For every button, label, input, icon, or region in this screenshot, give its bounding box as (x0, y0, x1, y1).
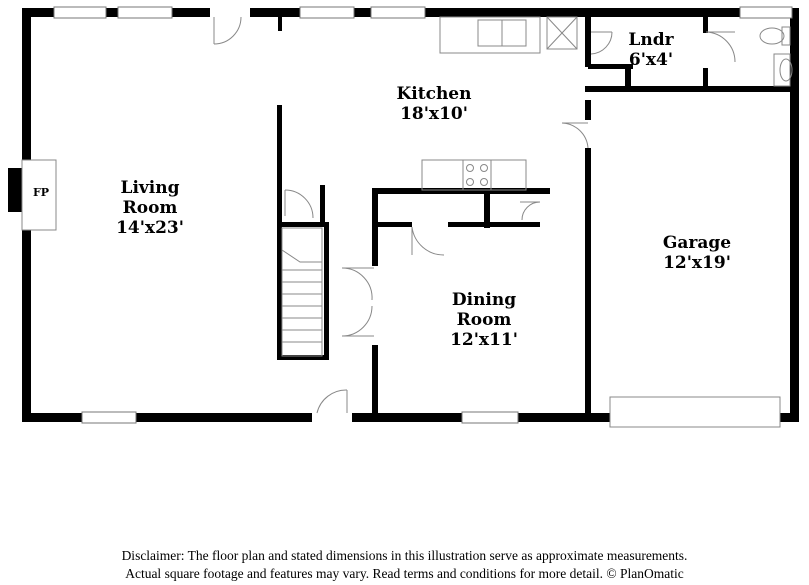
refrigerator (546, 16, 578, 50)
interior-walls (277, 17, 795, 418)
floor-plan (8, 6, 799, 428)
toilet (759, 26, 791, 46)
fireplace-label: FP (33, 186, 50, 199)
range-cooktop (421, 159, 527, 191)
room-dimensions: 14'x23' (116, 218, 184, 238)
door-swings (213, 16, 736, 414)
staircase (281, 227, 323, 357)
disclaimer-line1: Disclaimer: The floor plan and stated di… (121, 548, 688, 563)
room-label-laundry: Lndr 6'x4' (628, 30, 673, 70)
room-label-kitchen: Kitchen 18'x10' (397, 84, 472, 124)
garage-door (609, 396, 781, 428)
room-dimensions: 12'x11' (450, 330, 518, 350)
room-dimensions: 12'x19' (663, 253, 731, 273)
room-label-dining: Dining Room 12'x11' (450, 290, 518, 350)
disclaimer: Disclaimer: The floor plan and stated di… (0, 547, 809, 583)
room-name: Kitchen (396, 84, 472, 104)
room-label-garage: Garage 12'x19' (663, 233, 731, 273)
windows (53, 6, 793, 424)
bath-sink (773, 53, 793, 87)
room-name: Garage (662, 233, 732, 253)
room-name-line2: Room (122, 198, 178, 218)
fireplace (8, 159, 57, 231)
room-name-line2: Room (456, 310, 512, 330)
door-openings (210, 7, 780, 423)
room-label-living: Living Room 14'x23' (116, 178, 184, 238)
room-name-line1: Living (120, 178, 180, 198)
kitchen-sink (439, 16, 541, 54)
room-name-line1: Dining (451, 290, 517, 310)
room-dimensions: 18'x10' (400, 104, 468, 124)
room-dimensions: 6'x4' (628, 50, 674, 70)
room-name: Lndr (628, 30, 674, 50)
disclaimer-line2: Actual square footage and features may v… (125, 566, 684, 581)
